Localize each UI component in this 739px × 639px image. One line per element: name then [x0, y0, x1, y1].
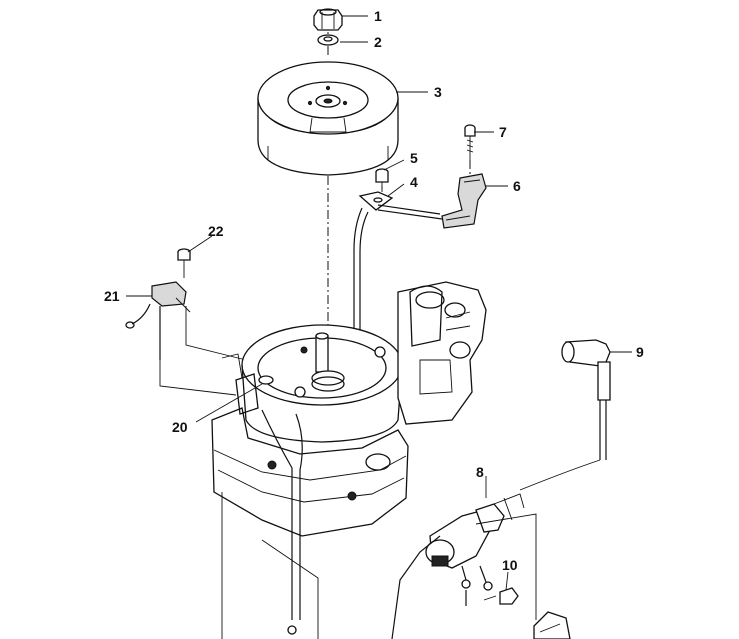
part-5-screw: [375, 168, 389, 192]
callout-4: 4: [410, 174, 418, 190]
ground-wire: [221, 409, 319, 639]
part-3-flywheel: [257, 61, 399, 176]
callout-5: 5: [410, 150, 418, 166]
part-21-ground-clip: [125, 281, 191, 360]
part-4-clamp: [358, 191, 394, 211]
part-20-bolt: [258, 375, 274, 385]
callout-6: 6: [513, 178, 521, 194]
callout-leaders: [126, 15, 632, 591]
part-2-washer: [317, 34, 339, 46]
callout-7: 7: [499, 124, 507, 140]
callout-1: 1: [374, 8, 382, 24]
part-7-screw: [464, 124, 476, 160]
part-10-bolt: [483, 587, 519, 605]
part-9-spark-plug-cap: [519, 339, 611, 491]
engine-block: [211, 281, 487, 537]
part-1-nut: [313, 8, 343, 31]
callout-8: 8: [476, 464, 484, 480]
assembly-centerlines: [159, 32, 471, 396]
lower-bracket: [533, 611, 571, 639]
callout-9: 9: [636, 344, 644, 360]
callout-2: 2: [374, 34, 382, 50]
callout-20: 20: [172, 419, 188, 435]
part-22-screw: [177, 248, 191, 278]
callout-10: 10: [502, 557, 518, 573]
callout-labels: 1 2 3 4 5 6 7 8 9 10 20 21 22: [104, 8, 644, 573]
callout-22: 22: [208, 223, 224, 239]
callout-3: 3: [434, 84, 442, 100]
part-6-pulser-coil: [441, 173, 487, 229]
part-8-ignition-coil: [391, 493, 537, 639]
callout-21: 21: [104, 288, 120, 304]
